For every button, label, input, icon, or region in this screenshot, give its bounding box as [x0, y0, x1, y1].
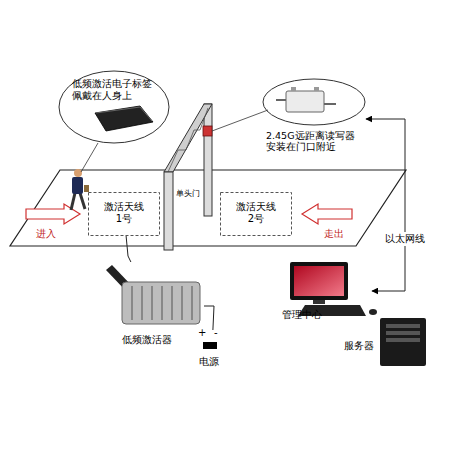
gate-pillar	[164, 172, 173, 250]
computer	[290, 262, 377, 316]
node-text: 管理中心	[282, 309, 322, 321]
leader-line	[212, 110, 268, 131]
node-text: 低频激活器	[122, 334, 172, 346]
tag-body	[95, 106, 153, 131]
dashed-outline	[221, 193, 292, 236]
fin	[161, 286, 163, 320]
terminal-sign: +	[198, 327, 206, 339]
reader-connector	[291, 87, 296, 91]
fin	[181, 286, 183, 320]
server-bay	[386, 324, 420, 328]
electronic-tag	[95, 106, 153, 131]
fin	[171, 286, 173, 320]
activator-box: 低频激活器	[100, 262, 204, 350]
floor-outline	[10, 170, 406, 246]
gate-beam	[164, 104, 212, 172]
reader-device	[276, 87, 336, 112]
reader-callout: 2.45G远距离读写器 安装在门口附近	[262, 78, 366, 160]
person-head	[74, 169, 82, 177]
reader-connector	[314, 87, 319, 91]
edge-label: 以太网线	[384, 232, 426, 246]
person-bag	[84, 185, 89, 192]
gate-pillar	[204, 104, 212, 216]
ellipse-outline	[263, 79, 365, 125]
reader-body	[286, 91, 324, 112]
server-bay	[386, 331, 420, 335]
mouse	[369, 309, 377, 315]
antenna-zone: 激活天线 2号	[220, 192, 292, 236]
activator-body	[122, 282, 200, 324]
dashed-outline	[89, 193, 160, 236]
fin	[141, 286, 143, 320]
management-center: 管理中心	[280, 258, 372, 324]
gate-label: 单头门	[176, 189, 200, 199]
node-text: 激活天线 1号	[100, 201, 148, 225]
battery-symbol	[203, 342, 217, 349]
gate-lattice	[168, 108, 208, 172]
node-text: 服务器	[344, 340, 374, 352]
monitor-screen	[294, 266, 344, 296]
antenna-zone: 激活天线 1号	[88, 192, 160, 236]
monitor-stand	[313, 300, 325, 304]
node-text: 走出	[324, 228, 344, 240]
node-text: 2.45G远距离读写器 安装在门口附近	[266, 130, 366, 153]
power-cable	[204, 306, 214, 330]
fin	[151, 286, 153, 320]
reader-cable	[276, 99, 286, 101]
node-text: 进入	[36, 228, 56, 240]
server-bay	[386, 338, 420, 342]
activator-fins	[132, 286, 192, 320]
activator-device	[106, 265, 200, 324]
monitor-frame	[290, 262, 348, 300]
fin	[131, 286, 133, 320]
node-text: 电源	[199, 356, 219, 368]
callout-ellipse: 低频激活电子标签 佩戴在人身上	[58, 70, 170, 144]
reader-cable	[324, 103, 336, 105]
ellipse-outline	[59, 71, 169, 143]
terminal-sign: -	[214, 327, 218, 339]
node-text: 激活天线 2号	[232, 201, 280, 225]
node-text: 低频激活电子标签 佩戴在人身上	[72, 78, 156, 102]
server-box: 服务器	[340, 316, 432, 372]
server-tower	[380, 318, 426, 366]
fin	[191, 286, 193, 320]
person-body	[72, 177, 83, 194]
leader-line	[81, 143, 98, 172]
tag-edge	[96, 107, 152, 121]
gate-reader-unit	[203, 126, 212, 136]
server	[380, 318, 426, 366]
